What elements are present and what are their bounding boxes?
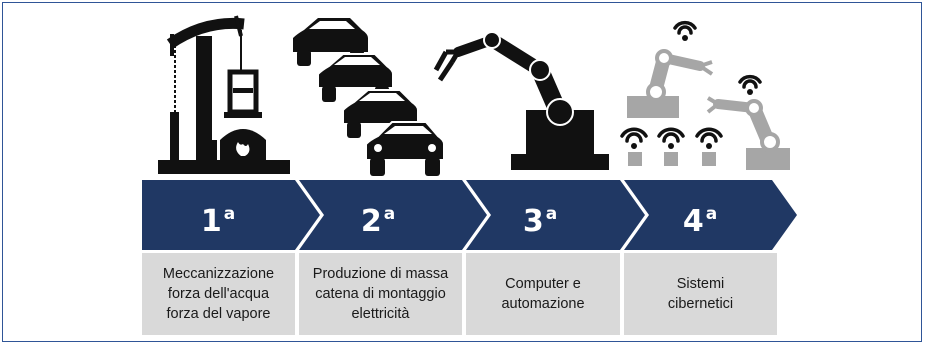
- stage-3-description: Computer e automazione: [466, 253, 620, 335]
- stage-4-line: Sistemi: [676, 276, 725, 292]
- stage-2-line: catena di montaggio: [315, 286, 446, 302]
- stage-4-chevron: [624, 180, 797, 250]
- stage-4-line: cibernetici: [667, 296, 734, 312]
- stage-2-chevron: [299, 180, 487, 250]
- steam-engine-icon: [158, 15, 290, 174]
- stage-3-chevron: [466, 180, 645, 250]
- stage-1-description: Meccanizzazione forza dell'acqua forza d…: [142, 253, 295, 335]
- stage-2-line: Produzione di massa: [312, 266, 449, 282]
- robot-arm-icon: [433, 31, 609, 170]
- car-assembly-line-icon: [293, 18, 445, 176]
- stage-1-line: forza dell'acqua: [167, 286, 270, 302]
- diagram-frame: [2, 2, 922, 342]
- connected-robots-icon: [620, 20, 790, 170]
- stage-1-line: forza del vapore: [166, 306, 271, 322]
- stage-4-description: Sistemi cibernetici: [624, 253, 777, 335]
- stage-2-description: Produzione di massa catena di montaggio …: [299, 253, 462, 335]
- stage-1-chevron: [142, 180, 320, 250]
- stage-2-line: elettricità: [351, 306, 410, 322]
- stage-3-line: Computer e: [505, 276, 581, 292]
- stage-1-line: Meccanizzazione: [162, 266, 275, 282]
- stage-3-line: automazione: [501, 296, 585, 312]
